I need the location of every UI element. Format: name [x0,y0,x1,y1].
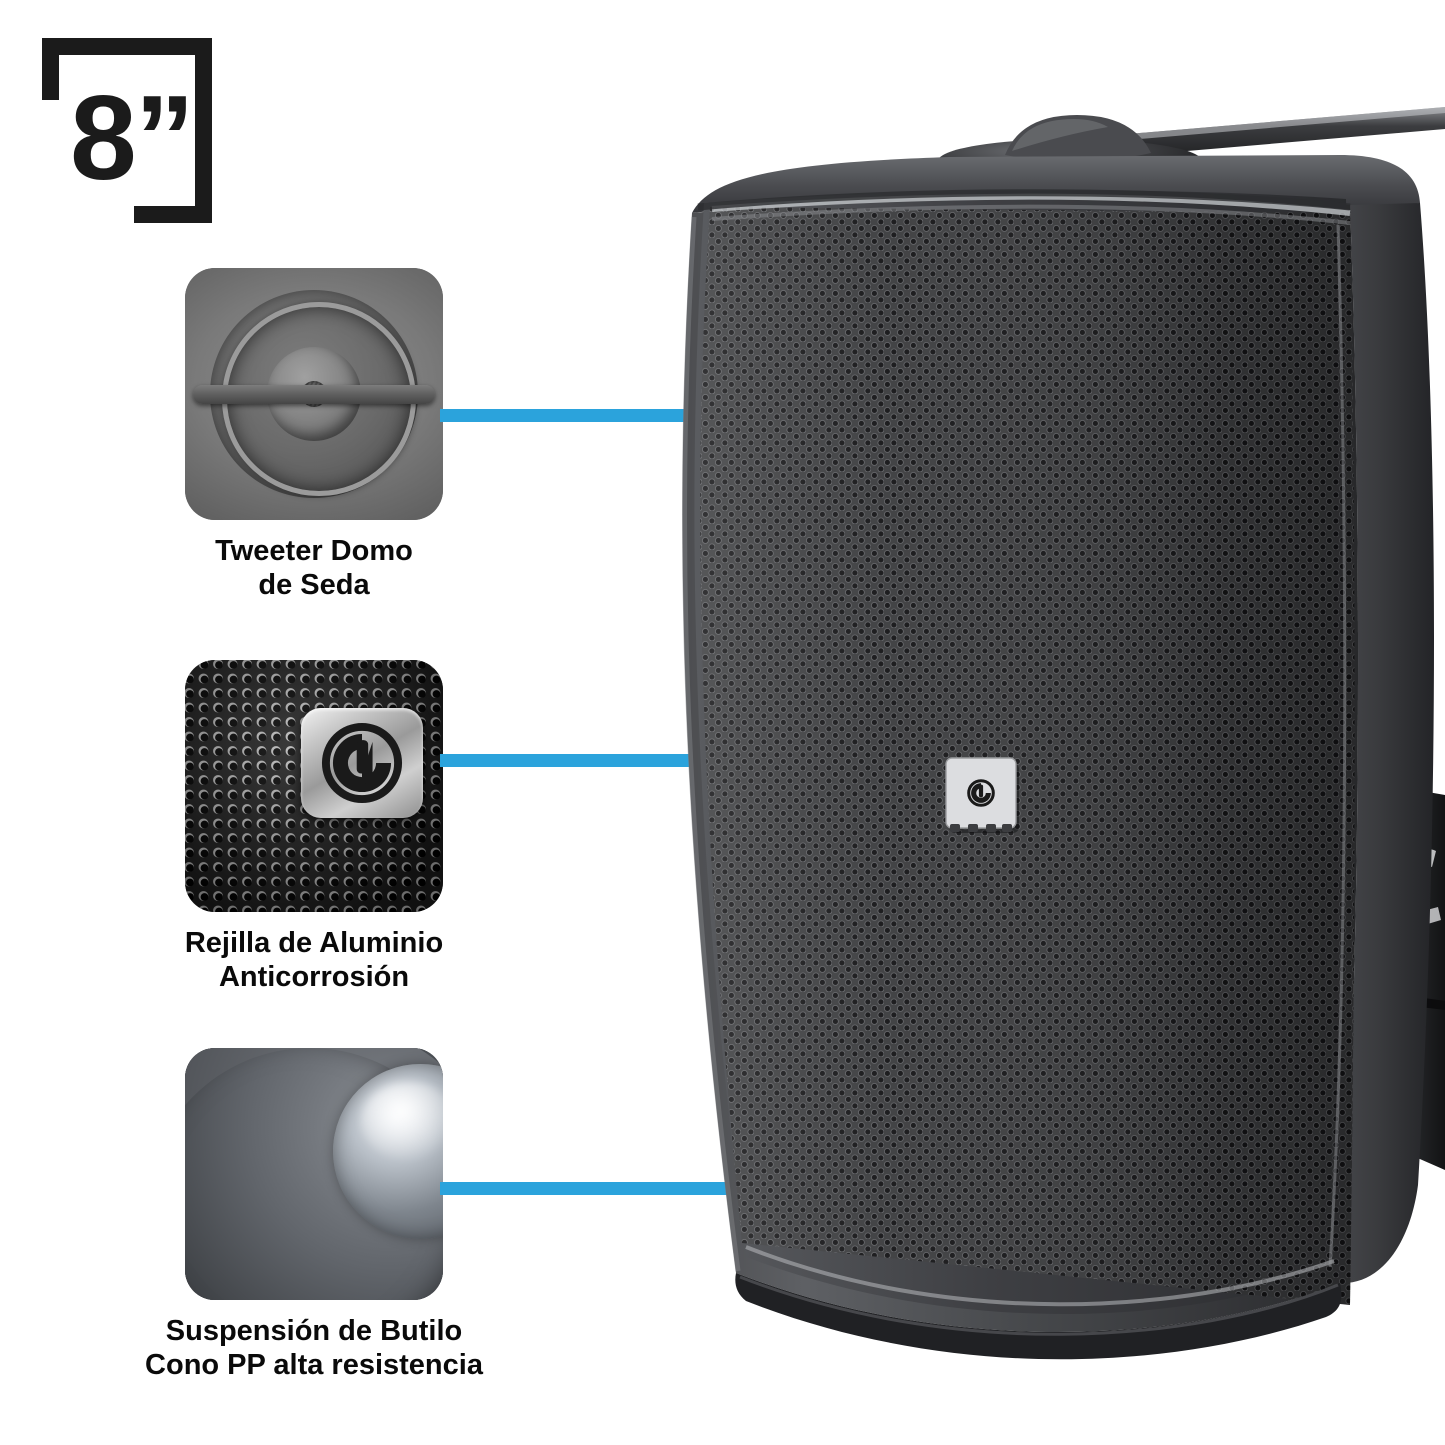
callout-caption-tweeter: Tweeter Domo de Seda [215,535,413,602]
bracket-bottom-stub [134,206,212,223]
grille-bottom-edge-highlight [745,1245,1335,1307]
spiral-g-logo-icon [967,779,995,807]
grille-top-edge-shadow [711,204,1351,225]
speaker-illustration [682,107,1445,1360]
callout-caption-surround: Suspensión de Butilo Cono PP alta resist… [145,1315,483,1382]
butyl-surround-thumbnail [185,1048,443,1300]
grille-right-edge-highlight [1328,224,1347,1268]
cabinet-left-edge-highlight [682,216,741,1272]
tweeter-protective-bar [193,385,435,404]
bracket-right-bar [195,38,212,223]
callout-surround: Suspensión de Butilo Cono PP alta resist… [145,1048,524,1382]
callout-tweeter: Tweeter Domo de Seda [185,268,443,602]
wall-mount-outdoor-speaker [650,95,1445,1425]
aluminium-grille-thumbnail [185,660,443,912]
size-badge: 8” [42,38,212,223]
bracket-left-stub [42,38,59,100]
bracket-top-bar [42,38,212,55]
brand-logo-badge [945,757,1019,833]
brand-logo-badge [301,708,423,818]
cabinet-top-lip-shadow [697,189,1351,211]
size-label: 8” [70,71,195,205]
callout-grille: Rejilla de Aluminio Anticorrosión [185,660,464,994]
cabinet-bottom-highlight [739,1275,1339,1336]
callout-caption-grille: Rejilla de Aluminio Anticorrosión [184,927,444,994]
perforated-front-grille [700,207,1355,1305]
cabinet-side-panel [1340,203,1434,1284]
cone-specular-highlight [361,1082,443,1160]
spiral-g-logo-icon [321,722,403,804]
bracket-frame-icon [42,38,212,223]
grille-top-edge-highlight [711,193,1351,216]
cabinet-bottom-lip [735,1273,1342,1360]
tweeter-dome-thumbnail [185,268,443,520]
